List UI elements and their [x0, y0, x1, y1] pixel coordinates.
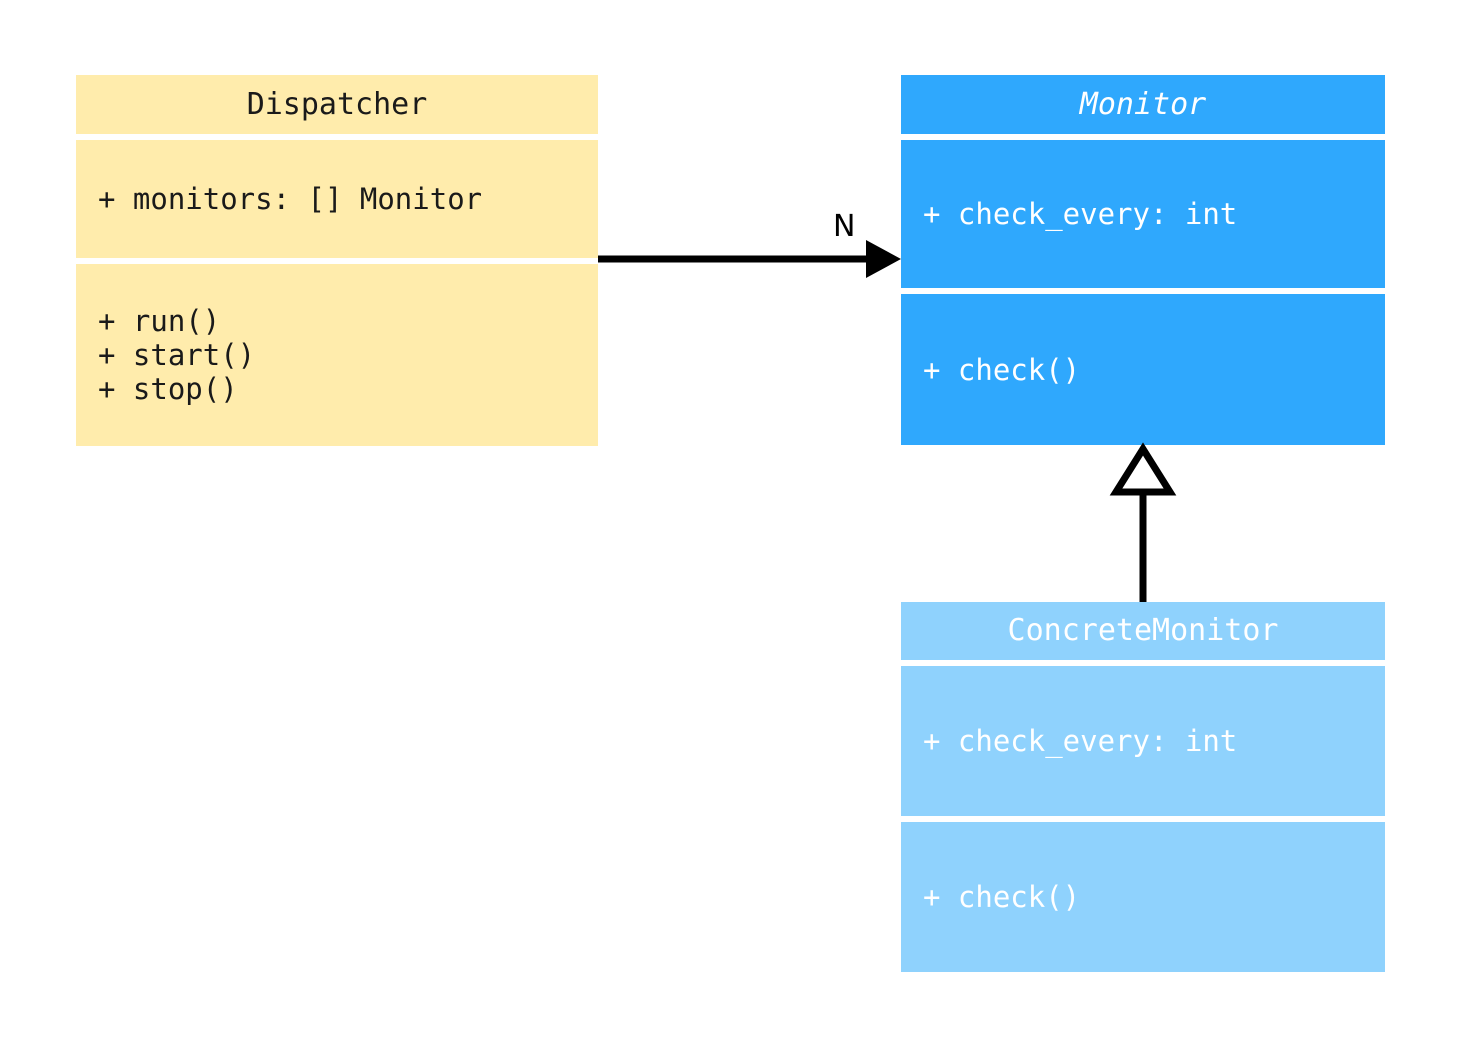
- methods-compartment-dispatcher: + run() + start() + stop(): [76, 264, 598, 446]
- class-divider: [901, 816, 1385, 822]
- attribute-row: + check_every: int: [923, 724, 1238, 758]
- attribute-row: + monitors: [] Monitor: [98, 182, 483, 216]
- association-dispatcher-to-monitor: [598, 240, 901, 278]
- method-row: + start(): [98, 338, 256, 372]
- method-row: + check(): [923, 880, 1081, 914]
- method-row: + run(): [98, 304, 221, 338]
- uml-class-concrete-monitor[interactable]: ConcreteMonitor + check_every: int + che…: [901, 602, 1385, 972]
- association-multiplicity-label: N: [833, 209, 856, 244]
- class-divider: [901, 288, 1385, 294]
- uml-class-monitor[interactable]: Monitor + check_every: int + check(): [901, 75, 1385, 445]
- methods-compartment-concrete-monitor: + check(): [901, 822, 1385, 972]
- class-divider: [76, 258, 598, 264]
- filled-triangle-arrowhead-icon: [866, 240, 901, 278]
- method-row: + stop(): [98, 372, 238, 406]
- generalization-concrete-monitor-to-monitor: [1109, 442, 1177, 602]
- class-divider: [901, 134, 1385, 140]
- attributes-compartment-concrete-monitor: + check_every: int: [901, 666, 1385, 816]
- attribute-row: + check_every: int: [923, 197, 1238, 231]
- method-row: + check(): [923, 352, 1081, 387]
- methods-compartment-monitor: + check(): [901, 294, 1385, 445]
- class-divider: [901, 660, 1385, 666]
- hollow-triangle-arrowhead-icon: [1109, 442, 1177, 496]
- class-title-dispatcher: Dispatcher: [76, 75, 598, 134]
- class-title-concrete-monitor: ConcreteMonitor: [901, 602, 1385, 660]
- uml-class-dispatcher[interactable]: Dispatcher + monitors: [] Monitor + run(…: [76, 75, 598, 446]
- attributes-compartment-dispatcher: + monitors: [] Monitor: [76, 140, 598, 258]
- class-divider: [76, 134, 598, 140]
- class-title-monitor: Monitor: [901, 75, 1385, 134]
- attributes-compartment-monitor: + check_every: int: [901, 140, 1385, 288]
